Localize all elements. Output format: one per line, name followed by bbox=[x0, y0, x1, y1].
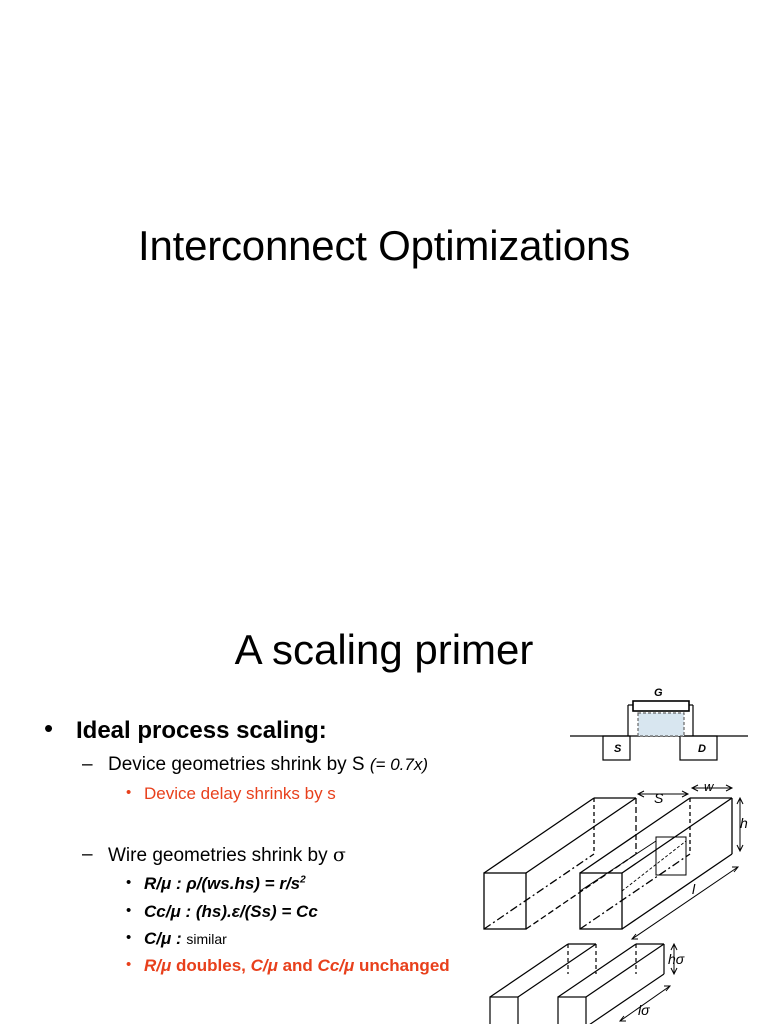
bullet-dot-icon: • bbox=[126, 874, 132, 891]
dash-icon: – bbox=[82, 754, 93, 775]
length-scaled-label: lσ bbox=[638, 1002, 650, 1018]
scaled-dimension-arrows bbox=[618, 942, 678, 1022]
slide-2: A scaling primer • Ideal process scaling… bbox=[0, 576, 768, 1024]
bullet-dot-icon: • bbox=[126, 929, 132, 946]
slide-1: Interconnect Optimizations bbox=[137, 222, 631, 269]
bullet-dot-icon: • bbox=[126, 956, 132, 973]
bullet-dot-icon: • bbox=[126, 784, 132, 801]
wire-pair-large bbox=[483, 797, 733, 930]
height-label: h bbox=[740, 815, 748, 831]
dimension-arrows bbox=[630, 784, 744, 940]
length-label: l bbox=[692, 881, 696, 897]
width-label: w bbox=[704, 779, 715, 794]
drain-label: D bbox=[698, 743, 706, 755]
wire-pair-scaled bbox=[489, 943, 665, 1024]
gate-label: G bbox=[654, 687, 663, 699]
slide-title: Interconnect Optimizations bbox=[137, 222, 631, 269]
slide-title: A scaling primer bbox=[234, 626, 534, 673]
height-scaled-label: hσ bbox=[668, 951, 685, 967]
bullet-dot-icon: • bbox=[44, 713, 54, 743]
spacing-label: S bbox=[654, 790, 664, 806]
bullet-dot-icon: • bbox=[126, 902, 132, 919]
scaling-diagram: G S D bbox=[483, 687, 748, 1024]
source-label: S bbox=[614, 743, 622, 755]
transistor-cross-section bbox=[570, 700, 748, 761]
dash-icon: – bbox=[82, 844, 93, 865]
